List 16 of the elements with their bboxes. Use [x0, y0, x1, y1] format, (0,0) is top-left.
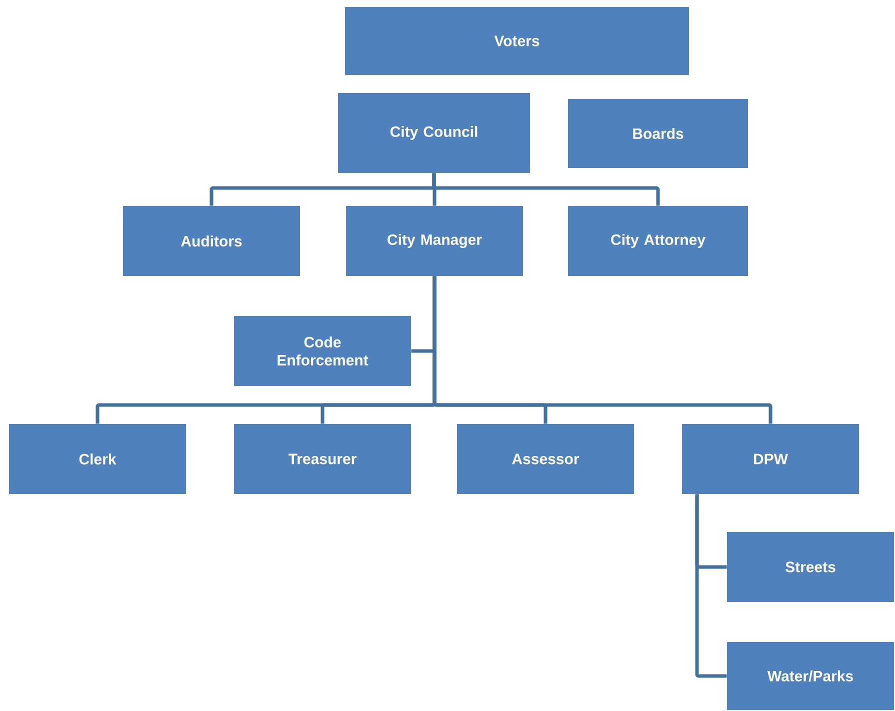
connector	[695, 494, 727, 678]
org-box: City Manager	[346, 206, 523, 276]
org-box: Boards	[568, 99, 748, 168]
org-box: DPW	[682, 424, 859, 494]
org-box: Assessor	[457, 424, 634, 494]
org-box: Auditors	[123, 206, 300, 276]
org-box: City Attorney	[568, 206, 748, 276]
org-box: Voters	[345, 7, 689, 75]
org-box: Streets	[727, 532, 894, 602]
connector	[432, 276, 772, 424]
org-box: Treasurer	[234, 424, 411, 494]
org-box: Clerk	[9, 424, 186, 494]
org-box: Water/Parks	[727, 642, 894, 710]
org-box: Code Enforcement	[234, 316, 411, 386]
connector	[432, 173, 660, 206]
org-box: City Council	[338, 93, 530, 173]
